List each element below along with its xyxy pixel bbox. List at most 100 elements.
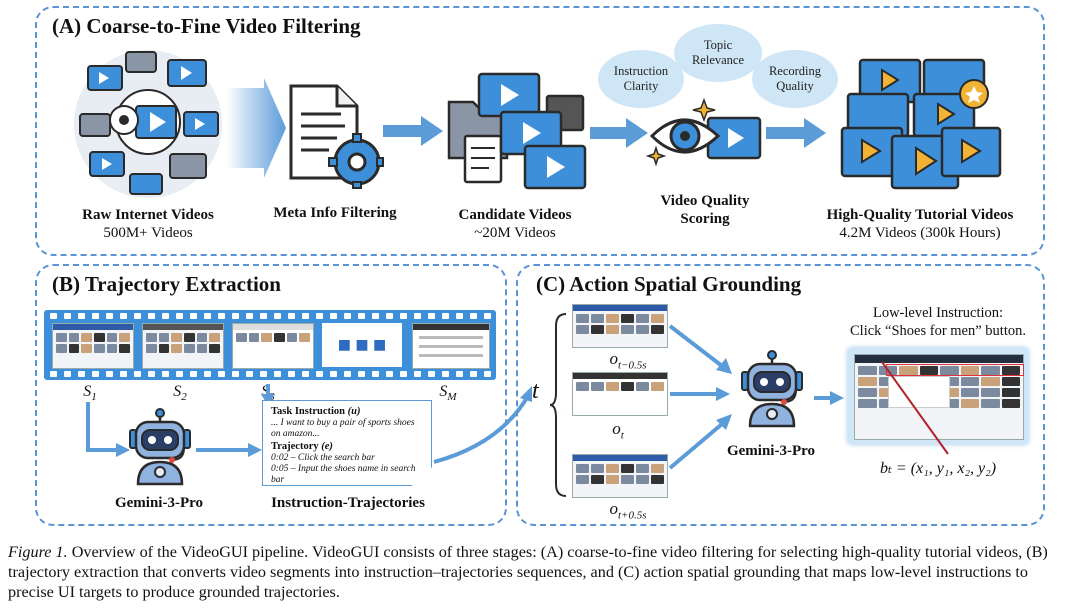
candidate-videos-icon [447,72,587,190]
film-perforation [246,313,253,319]
film-frame-1 [52,323,134,369]
video-quality-eye-icon [646,98,762,167]
panel-c-title: (C) Action Spatial Grounding [536,272,802,296]
instruction-line-2: Click “Shoes for men” button. [850,323,1026,339]
caption-text: Overview of the VideoGUI pipeline. Video… [8,543,1048,601]
bbox-formula: bₜ = (x₁, y₁, x₂, y₂) [879,460,997,477]
film-perforation [414,371,421,377]
film-perforation [50,371,57,377]
film-perforation [386,371,393,377]
meta-info-document-icon [289,84,384,189]
film-perforation [330,371,337,377]
instruction-line-1: Low-level Instruction: [872,305,1004,321]
stage-meta-filter-name: Meta Info Filtering [273,205,397,221]
film-perforation [414,313,421,319]
arrow-meta-to-candidate-icon [383,116,443,146]
film-perforation [442,313,449,319]
film-perforation [428,371,435,377]
film-perforation [218,371,225,377]
stage-raw-videos-detail: 500M+ Videos [103,225,193,241]
time-label: t [532,378,539,404]
film-perforation [456,313,463,319]
film-ellipsis: ■ ■ ■ [322,323,402,367]
film-perforation [148,313,155,319]
dropdown-panel [888,376,950,408]
frame-label-sm: SM [439,383,457,404]
stage-raw-videos-label: Raw Internet Videos 500M+ Videos [58,206,238,242]
film-perforation [176,313,183,319]
model-label-b: Gemini-3-Pro [114,495,204,511]
doc-step-1: 0:02 – Click the search bar [271,453,375,463]
stage-scoring-name: Video Quality [660,193,750,209]
film-perforation [274,371,281,377]
film-perforation [176,371,183,377]
film-perforation [372,313,379,319]
film-perforation [302,313,309,319]
film-perforation [64,371,71,377]
film-perforation [232,313,239,319]
obs-frame-after [572,454,668,498]
stage-candidate-detail: ~20M Videos [474,225,556,241]
obs-frame-current [572,372,668,416]
model-label-c: Gemini-3-Pro [726,443,816,459]
film-frame-3 [232,323,314,369]
stage-candidate-label: Candidate Videos ~20M Videos [430,206,600,242]
film-perforation [78,371,85,377]
film-perforation [190,313,197,319]
frame-label-s2: S2 [173,383,187,404]
brace-icon [549,313,567,497]
film-perforation [120,313,127,319]
obs-label-before: ot−0.5s [609,349,647,372]
film-perforation [92,313,99,319]
film-perforation [260,313,267,319]
stage-high-quality-detail: 4.2M Videos (300k Hours) [839,225,1001,241]
pointer-line [881,361,949,455]
film-frame-2 [142,323,224,369]
low-level-instruction: Low-level Instruction: Click “Shoes for … [838,304,1038,340]
stage-scoring-label: Video Quality Scoring [640,192,770,228]
film-perforation [400,371,407,377]
film-perforation [204,313,211,319]
film-perforation [120,371,127,377]
raw-videos-cluster-icon [74,50,222,198]
film-perforation [484,371,491,377]
instruction-document: Task Instruction (u) ... I want to buy a… [262,400,432,486]
film-perforation [344,371,351,377]
film-perforation [218,313,225,319]
panel-b-title: (B) Trajectory Extraction [52,272,281,296]
film-perforation [50,313,57,319]
film-perforation [442,371,449,377]
robot-icon-b [129,408,191,486]
doc-step-2: 0:05 – Input the shoes name in search ba… [271,464,416,485]
film-perforation [330,313,337,319]
arrow-raw-to-meta-icon [226,78,286,178]
panel-coarse-to-fine [35,6,1045,256]
film-perforation [274,313,281,319]
film-perforation [344,313,351,319]
obs-label-after: ot+0.5s [609,499,647,522]
film-perforation [92,371,99,377]
film-perforation [358,313,365,319]
target-bounding-box [886,364,1024,376]
film-perforation [470,371,477,377]
robot-icon-c [741,350,803,428]
film-perforation [260,371,267,377]
film-perforation [316,313,323,319]
stage-high-quality-label: High-Quality Tutorial Videos 4.2M Videos… [808,206,1032,242]
film-perforation [288,371,295,377]
doc-task-heading: Task Instruction (u) [271,406,361,417]
film-perforation [78,313,85,319]
film-perforation [372,371,379,377]
film-perforation [232,371,239,377]
film-perforation [302,371,309,377]
film-perforation [106,313,113,319]
film-perforation [246,371,253,377]
film-perforation [134,371,141,377]
high-quality-videos-icon [840,58,1002,190]
grounded-screenshot [848,348,1028,444]
film-frame-m [412,323,490,369]
obs-label-current: ot [612,419,624,442]
